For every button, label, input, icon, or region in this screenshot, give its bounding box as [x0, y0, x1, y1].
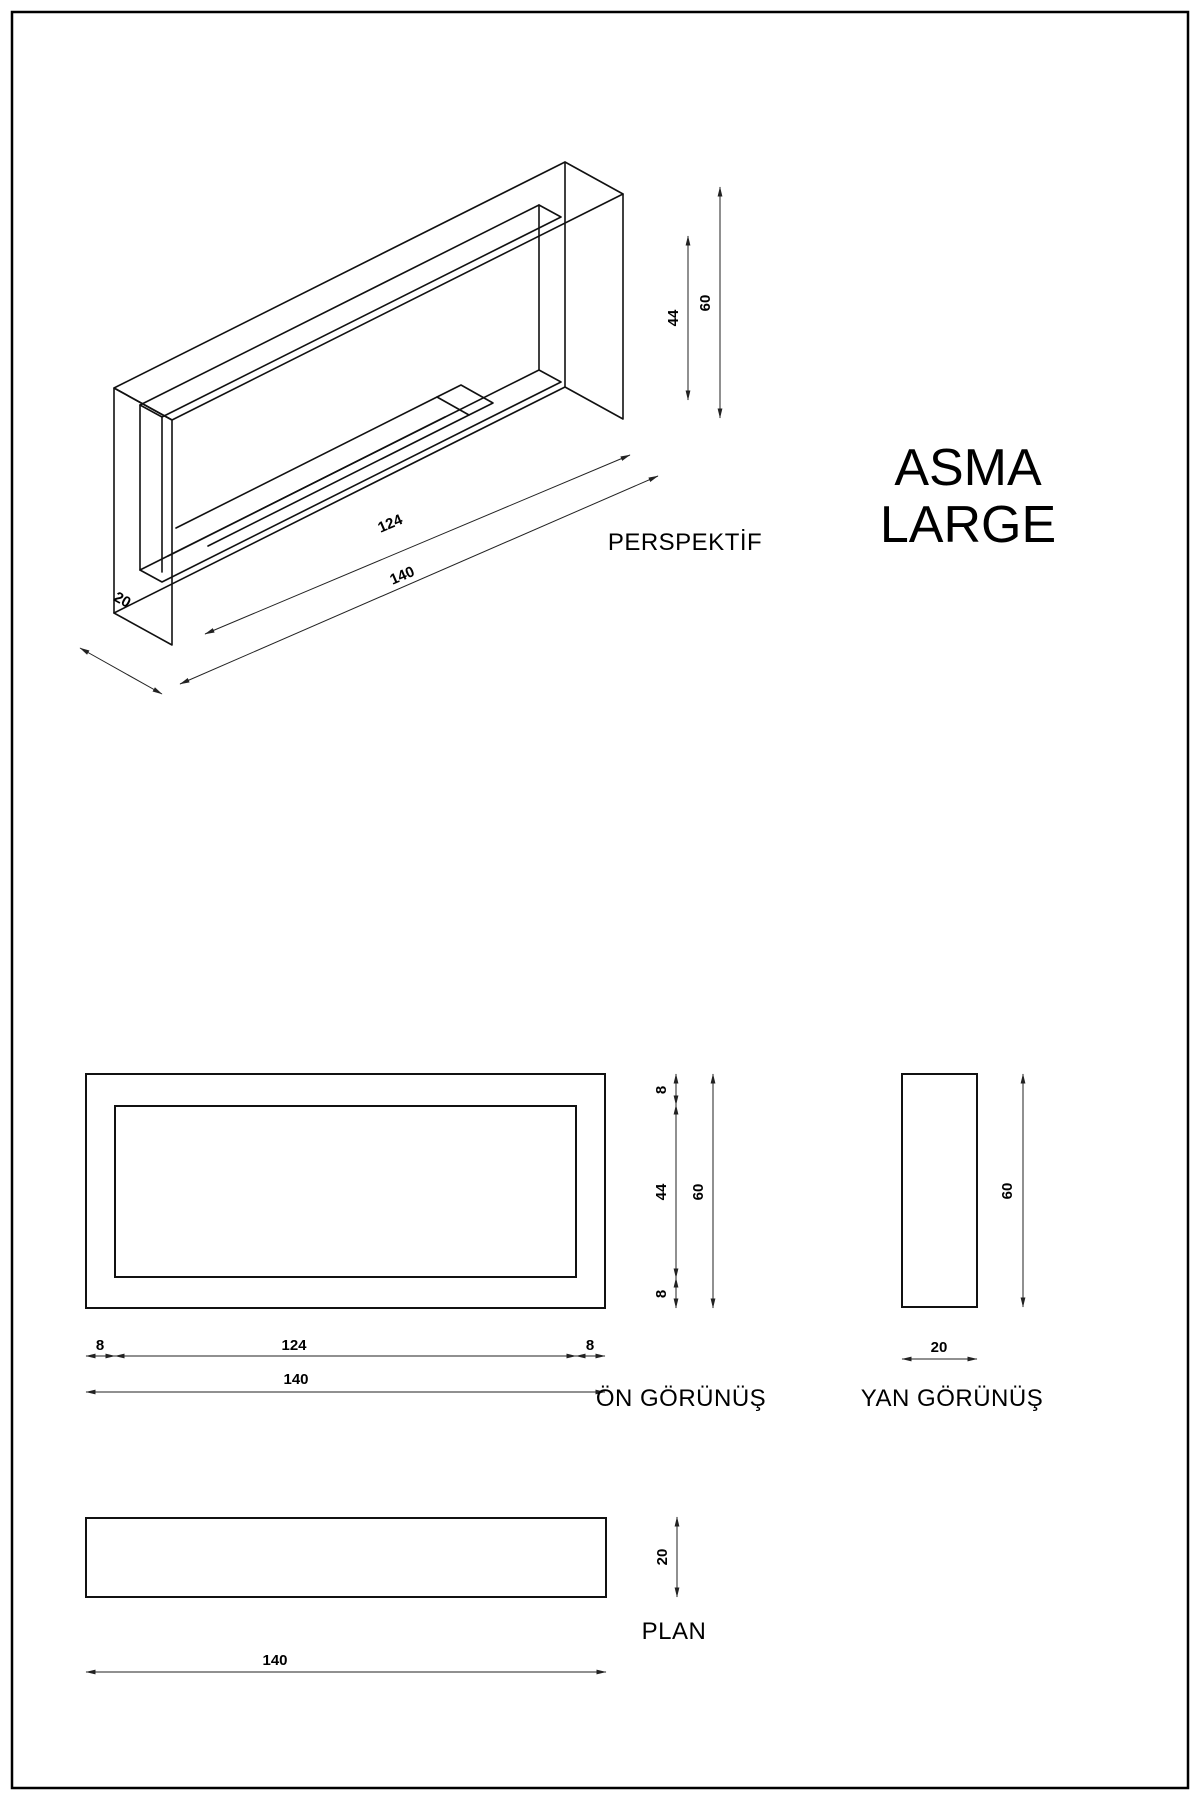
side-view-drawing [901, 1073, 978, 1308]
side-view-rect [901, 1073, 978, 1308]
front-view-inner-rect [114, 1105, 577, 1278]
perspective-front-bottom-edge [113, 386, 566, 614]
perspective-burner-slot [436, 384, 494, 416]
front-dim-label-bottom8: 8 [653, 1290, 670, 1298]
perspective-cavity-floor [139, 369, 562, 583]
front-dim-label-top8: 8 [653, 1086, 670, 1094]
product-title: ASMA LARGE [880, 439, 1056, 554]
side-dim-label-20: 20 [931, 1339, 948, 1356]
plan-dim-label-20: 20 [654, 1549, 671, 1566]
dim-line-20 [79, 647, 163, 695]
perspective-left-face [113, 387, 173, 646]
perspective-view-title: PERSPEKTİF [608, 529, 762, 556]
product-title-line2: LARGE [880, 496, 1056, 554]
dim-label-44: 44 [665, 309, 682, 326]
perspective-drawing [113, 161, 624, 646]
front-view-dimensions: 8 44 8 60 8 124 8 140 [85, 1073, 716, 1395]
side-dim-label-60: 60 [999, 1183, 1016, 1200]
sheet-border [10, 10, 1190, 1790]
product-title-line1: ASMA [894, 439, 1042, 497]
dim-label-60: 60 [697, 295, 714, 312]
front-dim-label-right8: 8 [586, 1337, 594, 1354]
plan-view-rect [85, 1517, 607, 1598]
front-dim-label-44: 44 [653, 1183, 670, 1200]
perspective-tray-base-edge [167, 416, 446, 557]
dim-label-124: 124 [375, 511, 405, 537]
dim-line-140 [179, 475, 659, 685]
plan-dim-label-140: 140 [262, 1652, 287, 1669]
plan-view-drawing [85, 1517, 607, 1598]
front-view-drawing [85, 1073, 606, 1309]
side-view-title: YAN GÖRÜNÜŞ [861, 1385, 1043, 1412]
perspective-tray-back-edge [207, 414, 470, 547]
front-view-title: ÖN GÖRÜNÜŞ [596, 1385, 766, 1412]
perspective-right-face [564, 161, 624, 420]
perspective-cavity-ceiling [139, 204, 562, 418]
dim-label-140: 140 [387, 563, 417, 588]
front-view-outer-rect [85, 1073, 606, 1309]
perspective-tray-front-edge [175, 396, 438, 529]
front-dim-label-124: 124 [281, 1337, 307, 1354]
plan-view-dimensions: 20 140 [85, 1516, 680, 1675]
front-dim-label-140: 140 [283, 1371, 308, 1388]
side-view-dimensions: 60 20 [901, 1073, 1026, 1362]
front-dim-label-60: 60 [690, 1184, 707, 1201]
front-dim-label-left8: 8 [96, 1337, 104, 1354]
dim-label-20: 20 [111, 589, 134, 612]
plan-view-title: PLAN [642, 1618, 707, 1645]
